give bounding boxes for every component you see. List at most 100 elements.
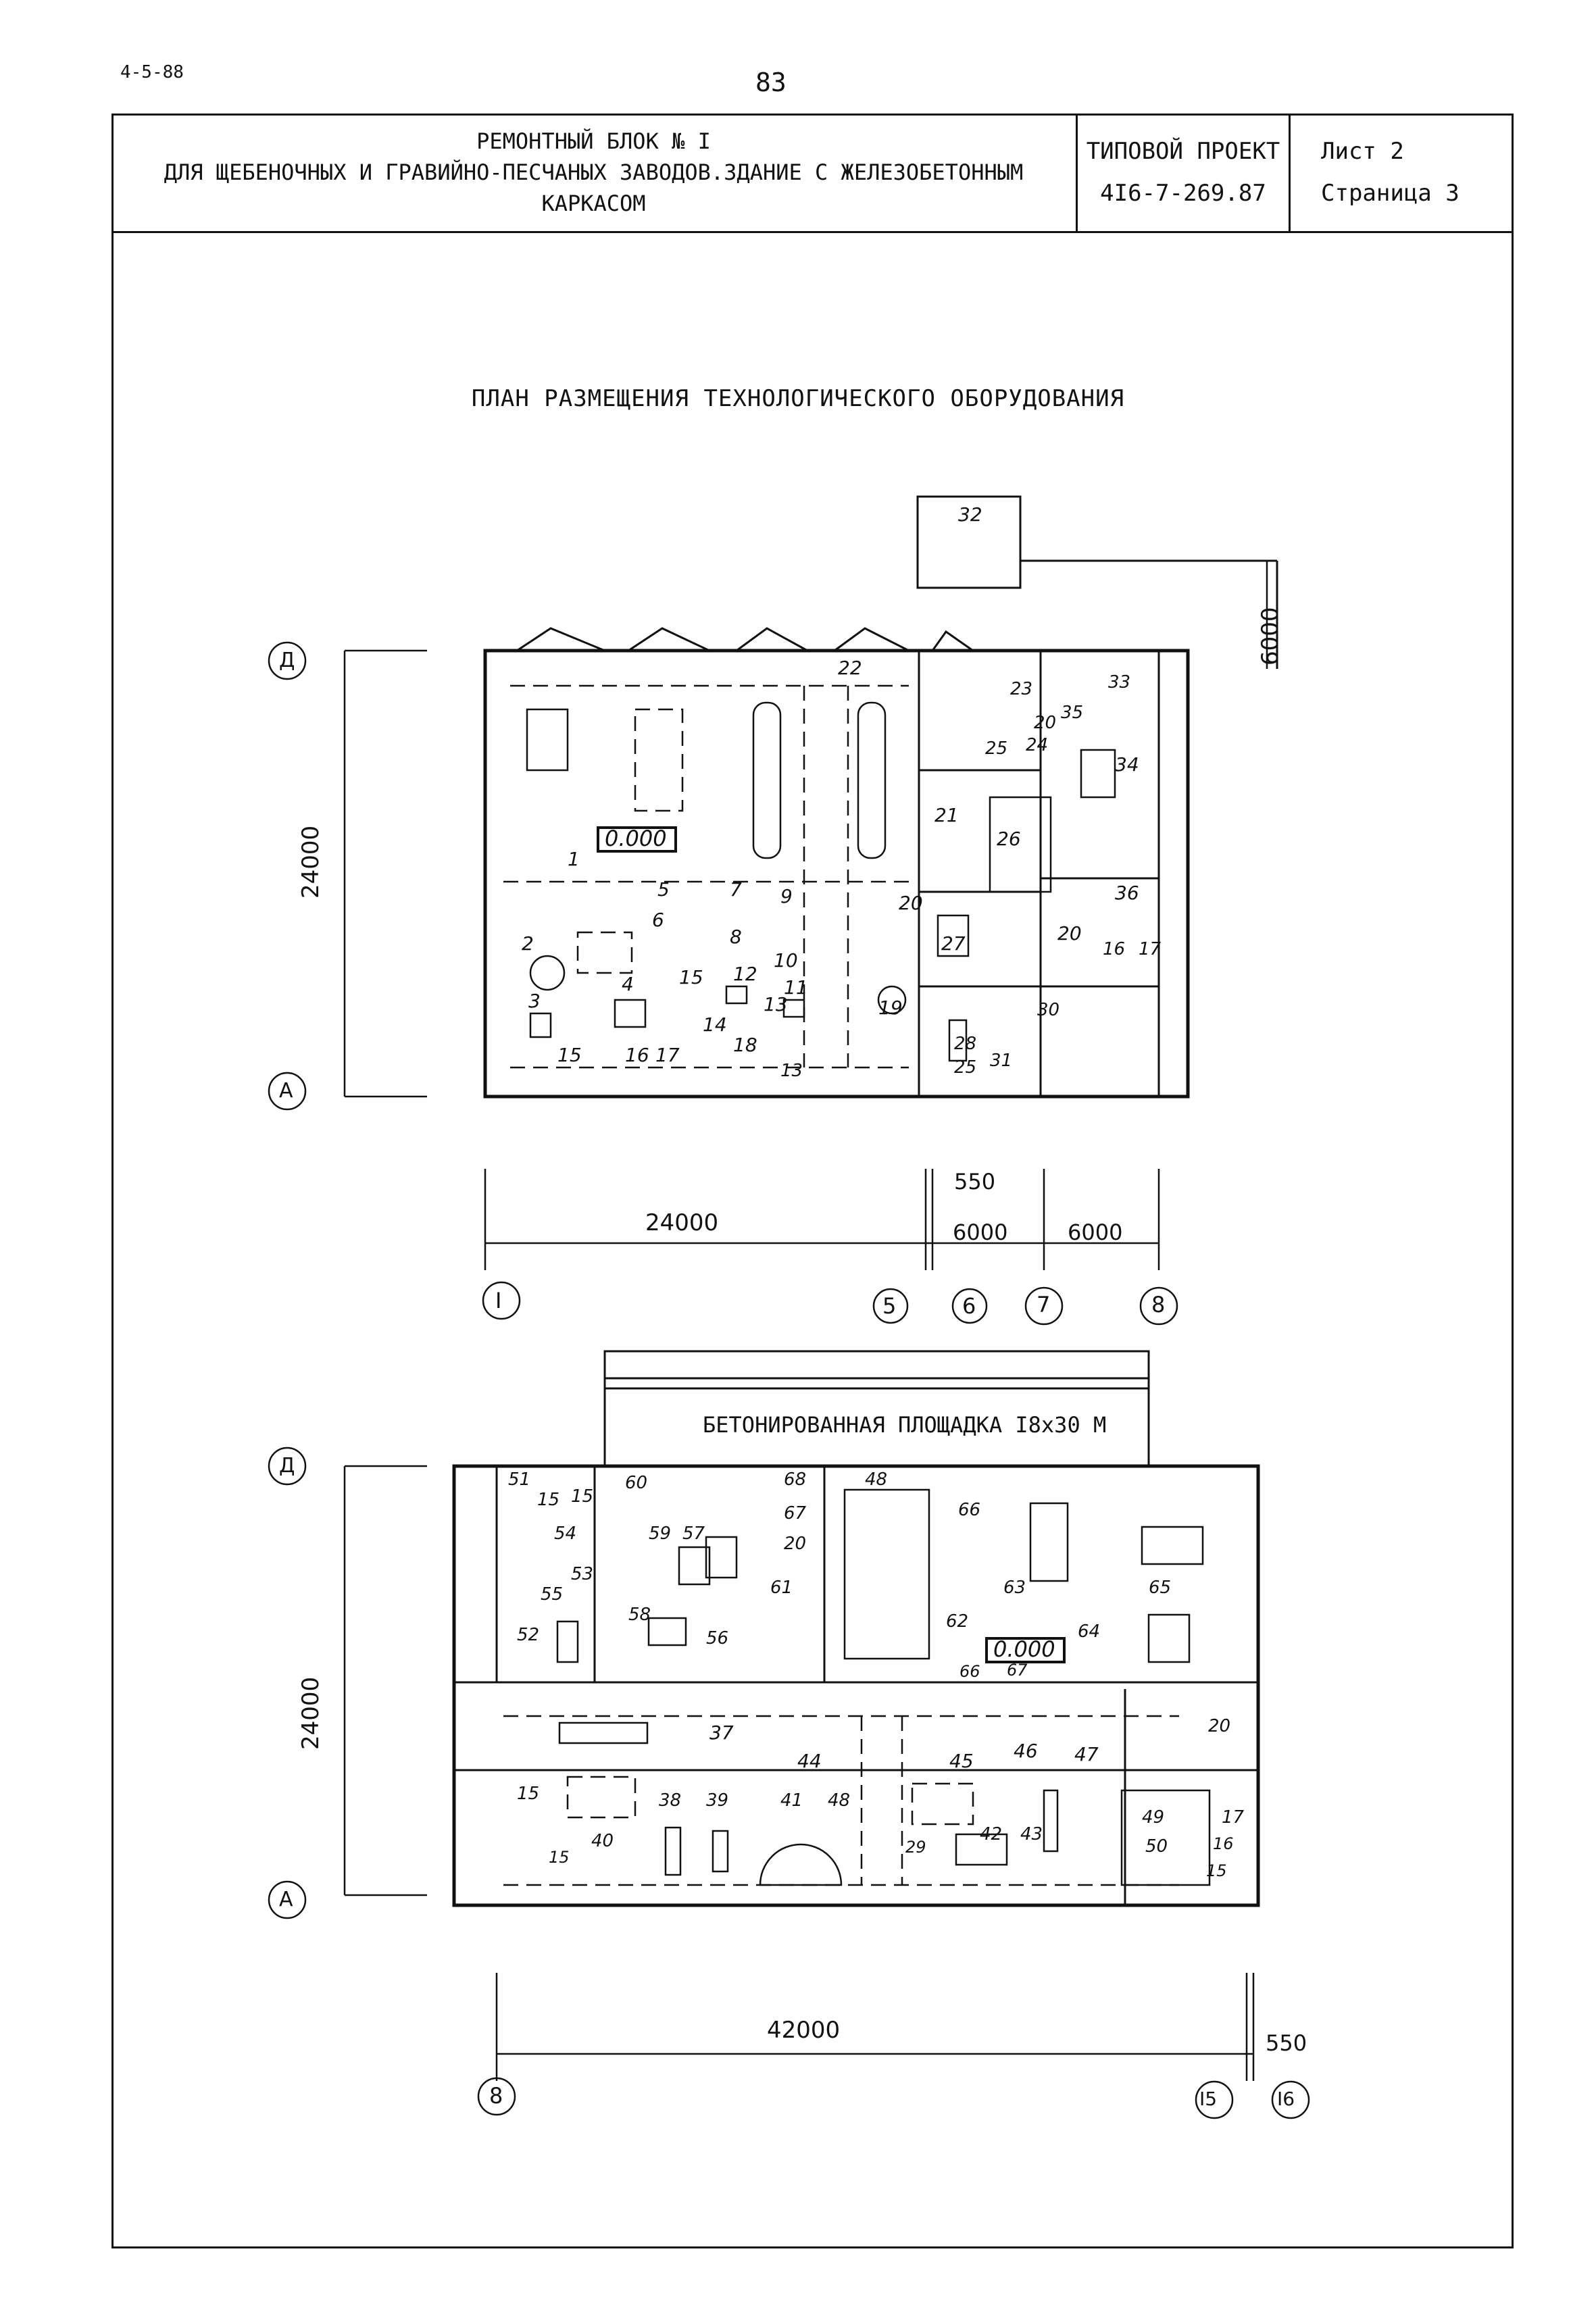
equipment-label: 33 [1108, 672, 1131, 693]
crane-tracks-upper [503, 684, 909, 1069]
equipment-label: 23 [1010, 679, 1033, 699]
equipment-label: 17 [655, 1044, 680, 1066]
upper-level-mark: 0.000 [605, 826, 667, 851]
upper-equipment [526, 701, 1116, 1062]
equipment-label: 54 [554, 1524, 577, 1544]
equipment-label: 15 [537, 1490, 560, 1510]
equipment-label: 35 [1061, 703, 1084, 723]
project-number: 4I6-7-269.87 [1100, 180, 1266, 207]
equipment-label: 40 [591, 1831, 614, 1851]
upper-axis-top: Д [279, 649, 295, 672]
lower-axis-bottom: А [279, 1888, 293, 1911]
title-line-3: КАРКАСОМ [541, 191, 646, 216]
equipment-label: 42 [980, 1824, 1003, 1844]
equipment-label: 37 [709, 1721, 734, 1744]
equipment-label: 15 [679, 966, 703, 988]
yard-label: БЕТОНИРОВАННАЯ ПЛОЩАДКА I8x30 М [703, 1412, 1107, 1438]
equipment-label: 62 [946, 1611, 969, 1632]
equipment-label: 39 [706, 1790, 729, 1811]
lower-dim-550: 550 [1266, 2030, 1307, 2056]
equipment-label: 11 [784, 976, 808, 999]
equipment-label: 60 [625, 1473, 648, 1493]
equipment-label: 64 [1078, 1621, 1101, 1642]
equipment-label: 19 [878, 997, 903, 1019]
equipment-label: 67 [1007, 1661, 1028, 1680]
equipment-label: 41 [780, 1790, 803, 1811]
equipment-label: 13 [780, 1061, 803, 1081]
project-cell: ТИПОВОЙ ПРОЕКТ 4I6-7-269.87 [1078, 114, 1291, 231]
equipment-label: 26 [997, 828, 1021, 850]
equipment-label: 66 [958, 1500, 981, 1520]
equipment-label: 68 [784, 1469, 807, 1490]
equipment-label: 20 [1034, 713, 1057, 733]
equipment-label: 3 [528, 990, 541, 1012]
upper-dim-6000-a: 6000 [953, 1219, 1008, 1245]
equipment-label: 9 [780, 885, 793, 907]
document-title: РЕМОНТНЫЙ БЛОК № I ДЛЯ ЩЕБЕНОЧНЫХ И ГРАВ… [111, 114, 1078, 231]
equipment-label: 28 [954, 1034, 977, 1054]
equipment-label: 15 [517, 1784, 540, 1804]
equipment-label: 22 [838, 657, 862, 679]
equipment-label: 48 [828, 1790, 851, 1811]
equipment-label: 2 [522, 932, 534, 955]
equipment-label: 20 [1208, 1716, 1231, 1736]
equipment-label: 25 [954, 1057, 977, 1078]
equipment-label: 65 [1149, 1578, 1172, 1598]
title-line-1: РЕМОНТНЫЙ БЛОК № I [476, 128, 711, 154]
equipment-label: 49 [1142, 1807, 1165, 1828]
equipment-label: 48 [865, 1469, 888, 1490]
plan-title: ПЛАН РАЗМЕЩЕНИЯ ТЕХНОЛОГИЧЕСКОГО ОБОРУДО… [471, 385, 1125, 412]
upper-axis-1: I [495, 1288, 502, 1313]
title-line-2: ДЛЯ ЩЕБЕНОЧНЫХ И ГРАВИЙНО-ПЕСЧАНЫХ ЗАВОД… [164, 159, 1024, 185]
equipment-label: 15 [1206, 1861, 1227, 1880]
equipment-label: 15 [549, 1848, 570, 1867]
equipment-label: 16 [1213, 1834, 1234, 1853]
equipment-label: 14 [703, 1013, 727, 1036]
upper-axis-5: 5 [882, 1293, 897, 1319]
equipment-label: 43 [1020, 1824, 1043, 1844]
equipment-label: 17 [1139, 939, 1162, 959]
equipment-label: 20 [784, 1534, 807, 1554]
upper-dim-550: 550 [954, 1169, 996, 1194]
equipment-label: 45 [949, 1750, 974, 1772]
lower-height-dim: 24000 [297, 1676, 324, 1750]
equipment-label: 38 [659, 1790, 682, 1811]
equipment-label: 15 [557, 1044, 582, 1066]
equipment-label: 1 [568, 848, 580, 870]
upper-axis-7: 7 [1037, 1292, 1051, 1317]
equipment-label: 61 [770, 1578, 793, 1598]
upper-dim-24000: 24000 [645, 1209, 719, 1236]
upper-height-dim: 24000 [297, 825, 324, 899]
project-label: ТИПОВОЙ ПРОЕКТ [1086, 138, 1280, 165]
equipment-label: 44 [797, 1750, 822, 1772]
page-code: 4-5-88 [120, 62, 184, 82]
lower-axis-15: I5 [1199, 2088, 1218, 2110]
equipment-label: 34 [1115, 753, 1139, 776]
equipment-label: 32 [958, 503, 982, 526]
equipment-label: 31 [990, 1051, 1013, 1071]
upper-dims [268, 561, 1268, 1326]
equipment-label: 18 [733, 1034, 757, 1056]
sheet-cell: Лист 2 Страница 3 [1291, 114, 1514, 231]
lower-dims [268, 1447, 1310, 2119]
equipment-label: 50 [1145, 1836, 1168, 1857]
lower-plan-walls [452, 1350, 1260, 1907]
lower-axis-8: 8 [489, 2083, 503, 2109]
title-block-header: РЕМОНТНЫЙ БЛОК № I ДЛЯ ЩЕБЕНОЧНЫХ И ГРАВ… [111, 114, 1514, 233]
upper-axis-6: 6 [962, 1293, 976, 1319]
page-number: 83 [755, 68, 787, 97]
equipment-label: 17 [1222, 1807, 1245, 1828]
equipment-label: 12 [733, 963, 757, 985]
equipment-label: 66 [959, 1662, 980, 1681]
equipment-label: 59 [649, 1524, 672, 1544]
upper-plan-walls [483, 495, 1278, 1099]
upper-axis-8: 8 [1151, 1292, 1166, 1317]
sheet-number: Лист 2 [1321, 138, 1404, 165]
equipment-label: 16 [625, 1044, 649, 1066]
sheet-frame [111, 114, 1514, 2248]
equipment-label: 57 [682, 1524, 705, 1544]
equipment-label: 21 [934, 804, 959, 826]
equipment-label: 4 [622, 973, 634, 995]
lower-equipment [556, 1488, 1211, 1886]
